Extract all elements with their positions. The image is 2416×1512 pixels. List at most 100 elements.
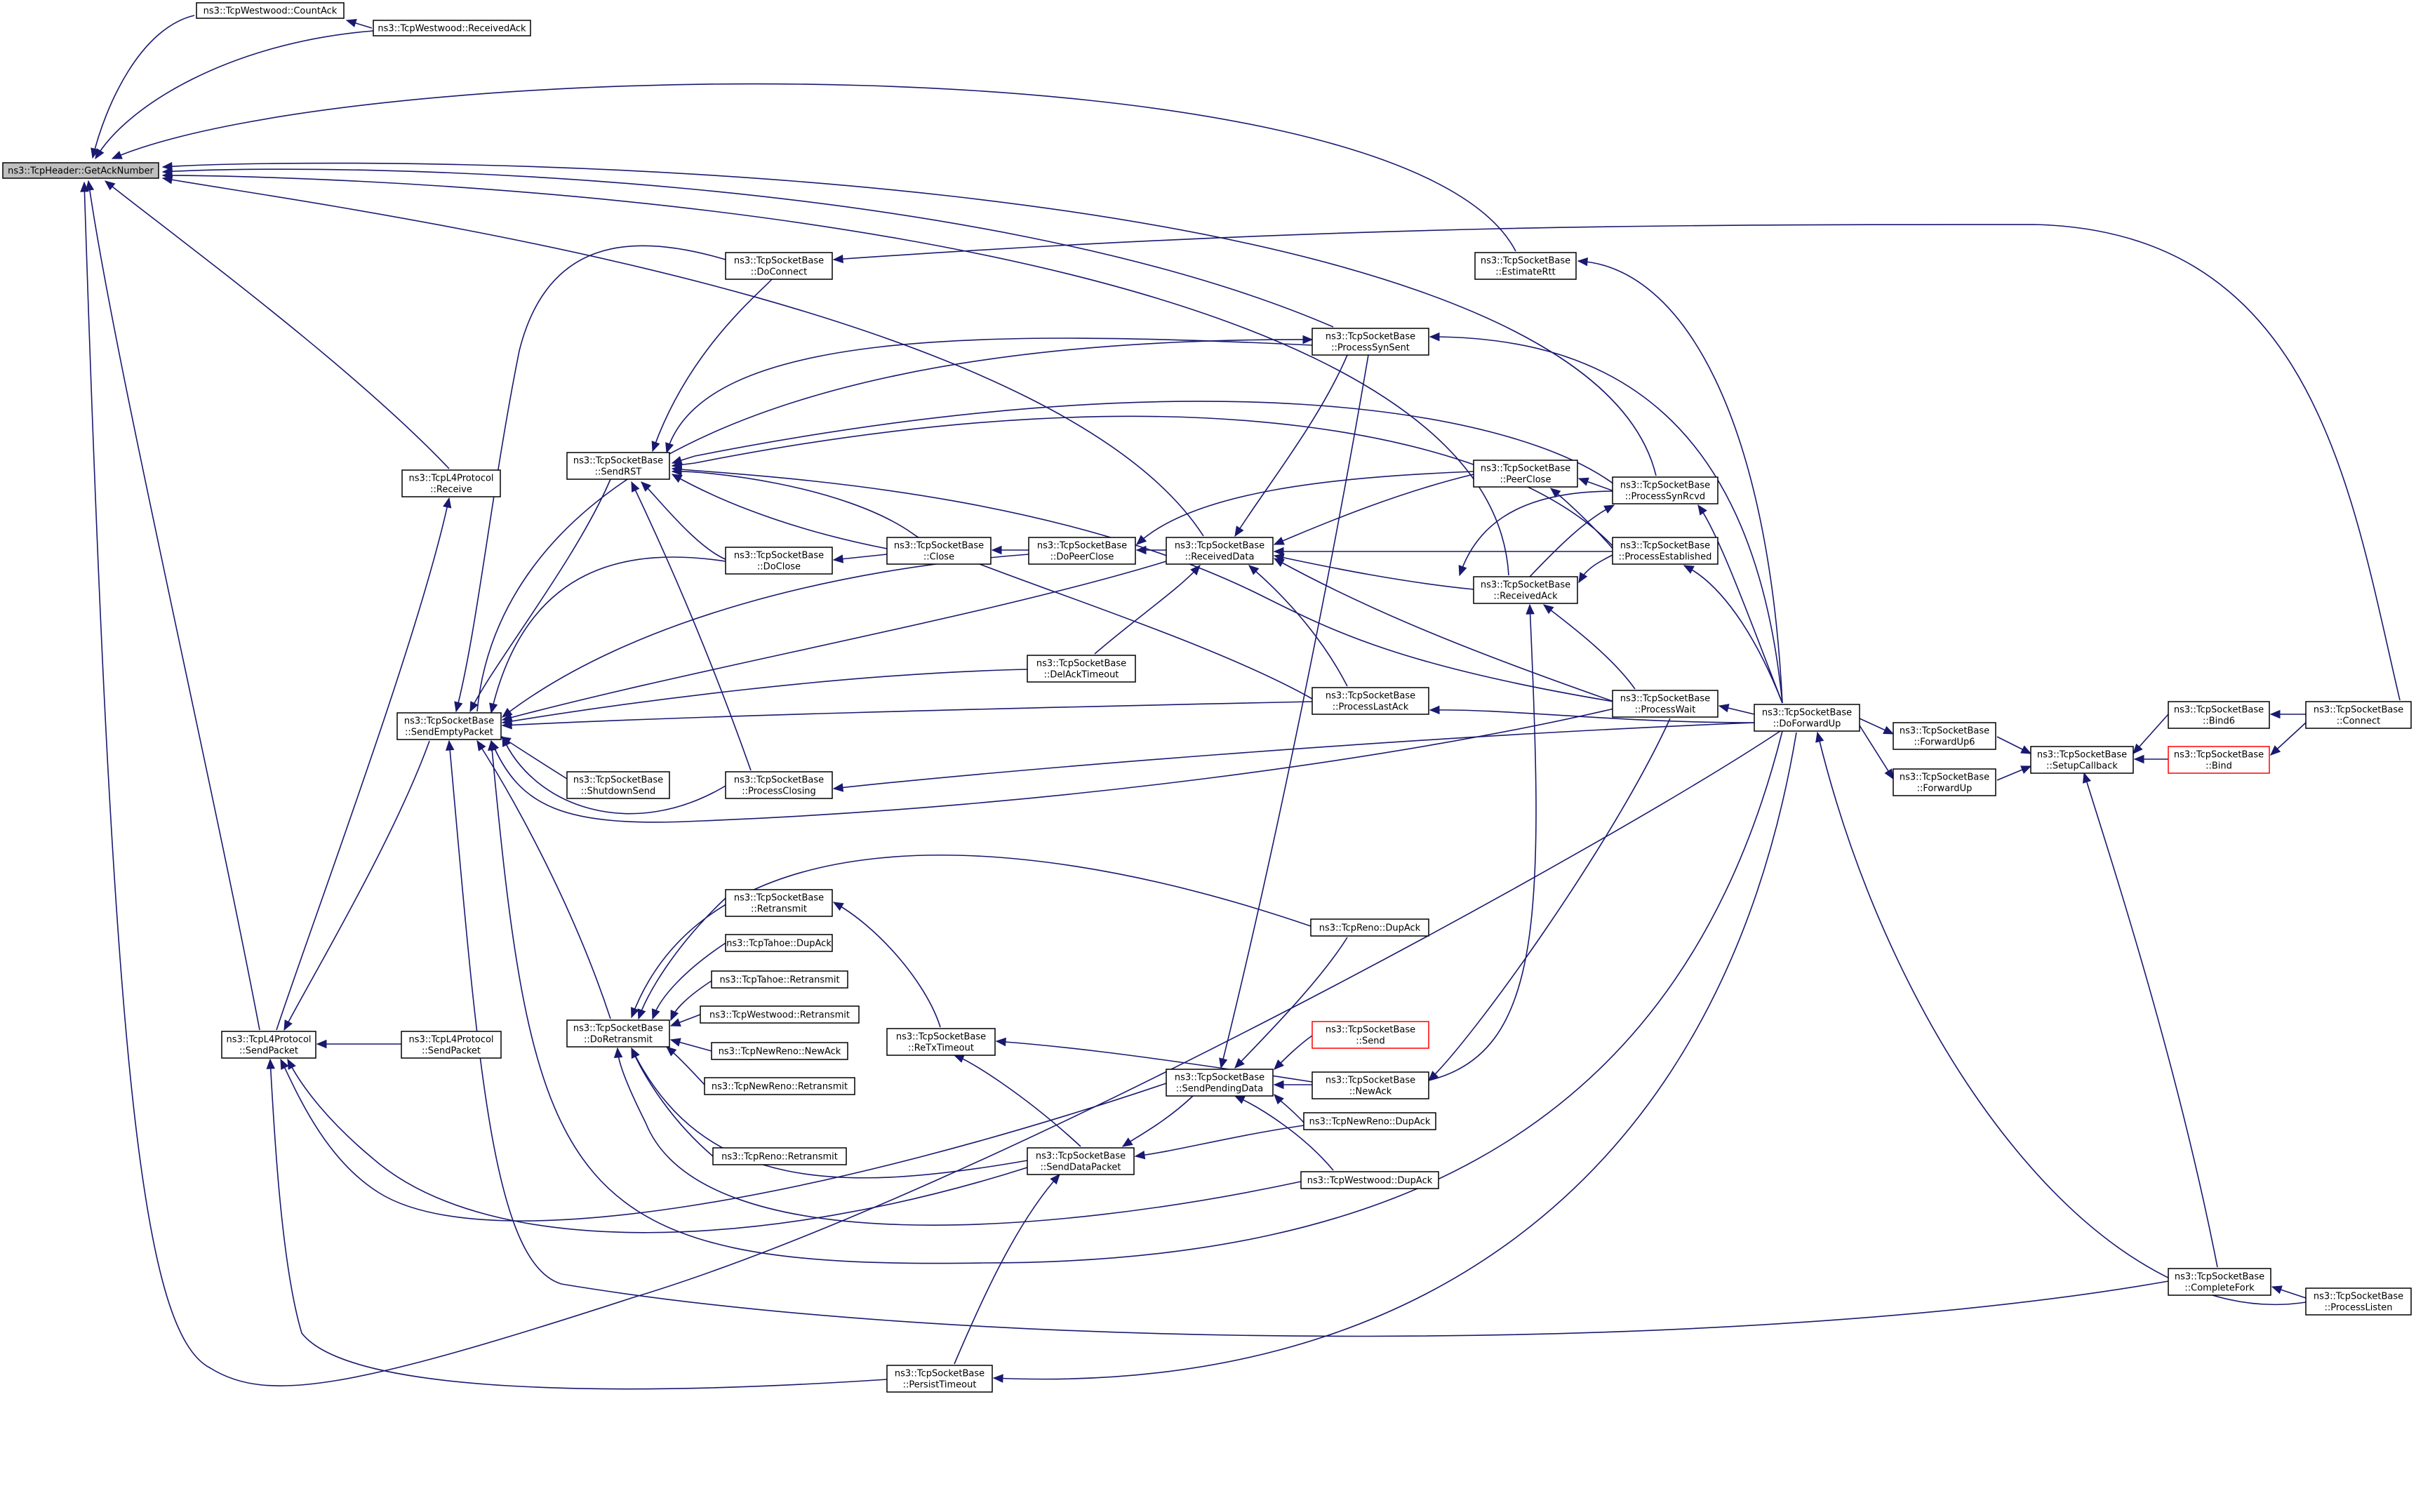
edge-line — [1697, 504, 1783, 704]
node-n4[interactable]: ns3::TcpSocketBase::EstimateRtt — [1474, 252, 1577, 280]
node-box — [566, 1019, 670, 1048]
node-n9[interactable]: ns3::TcpSocketBase::PeerClose — [1473, 460, 1578, 488]
node-box — [221, 1031, 316, 1059]
edge-n22-n25 — [2133, 714, 2169, 754]
node-n30[interactable]: ns3::TcpSocketBase::Retransmit — [725, 889, 833, 917]
node-n24[interactable]: ns3::TcpSocketBase::DoForwardUp — [1754, 704, 1860, 732]
edge-n41-n46 — [1121, 1095, 1194, 1147]
node-n25[interactable]: ns3::TcpSocketBase::SetupCallback — [2030, 746, 2134, 774]
edge-line — [833, 224, 2401, 701]
arrowhead — [832, 254, 843, 264]
node-n7[interactable]: ns3::TcpSocketBase::SendRST — [566, 452, 670, 480]
node-n8[interactable]: ns3::TcpL4Protocol::Receive — [401, 469, 501, 497]
node-n29[interactable]: ns3::TcpSocketBase::ForwardUp — [1893, 768, 1996, 796]
edge-line — [1234, 1095, 1334, 1171]
node-n6[interactable]: ns3::TcpSocketBase::ProcessSynSent — [1312, 328, 1429, 356]
node-box — [1303, 1112, 1436, 1130]
node-box — [711, 970, 848, 989]
node-n10[interactable]: ns3::TcpSocketBase::ProcessSynRcvd — [1612, 476, 1718, 504]
node-n37[interactable]: ns3::TcpSocketBase::DoRetransmit — [566, 1019, 670, 1048]
node-n26[interactable]: ns3::TcpSocketBase::Bind — [2168, 746, 2270, 774]
arrowhead — [266, 1058, 275, 1069]
node-box — [1473, 460, 1578, 488]
node-label: ns3::TcpSocketBase — [1620, 541, 1710, 551]
node-n17[interactable]: ns3::TcpSocketBase::DelAckTimeout — [1027, 655, 1136, 683]
node-label: ::ProcessSynRcvd — [1625, 492, 1705, 502]
node-label: ns3::TcpSocketBase — [2175, 1272, 2264, 1283]
node-box — [1166, 537, 1274, 565]
node-n40[interactable]: ns3::TcpNewReno::NewAck — [711, 1042, 848, 1060]
node-n31[interactable]: ns3::TcpReno::DupAck — [1310, 918, 1429, 937]
node-n36[interactable]: ns3::TcpL4Protocol::SendPacket — [401, 1031, 502, 1059]
node-n32[interactable]: ns3::TcpTahoe::DupAck — [725, 934, 833, 952]
edge-line — [672, 401, 1615, 485]
node-n49[interactable]: ns3::TcpSocketBase::ProcessListen — [2305, 1287, 2412, 1316]
edge-n35-n1 — [85, 180, 260, 1031]
node-label: ns3::TcpSocketBase — [734, 551, 824, 561]
node-n3[interactable]: ns3::TcpWestwood::ReceivedAck — [373, 20, 531, 36]
node-n12[interactable]: ns3::TcpSocketBase::DoPeerClose — [1028, 537, 1136, 565]
edge-n24-n1 — [80, 181, 1783, 1386]
node-n15[interactable]: ns3::TcpSocketBase::ProcessEstablished — [1612, 537, 1718, 565]
edge-n24-n19 — [1429, 705, 1755, 723]
node-n1[interactable]: ns3::TcpHeader::GetAckNumber — [2, 162, 159, 179]
arrowhead — [1526, 603, 1535, 615]
node-n19[interactable]: ns3::TcpSocketBase::ProcessLastAck — [1312, 687, 1429, 715]
node-n34[interactable]: ns3::TcpSocketBase::Send — [1312, 1021, 1429, 1049]
node-n47[interactable]: ns3::TcpWestwood::DupAck — [1300, 1171, 1439, 1189]
node-n14[interactable]: ns3::TcpSocketBase::DoClose — [725, 547, 833, 575]
arrowhead — [1274, 1094, 1284, 1105]
edge-line — [490, 708, 1615, 823]
edge-n24-n15 — [1683, 565, 1783, 704]
node-label: ns3::TcpSocketBase — [1481, 580, 1570, 591]
edge-line — [631, 1048, 714, 1157]
edge-n16-n10 — [1529, 504, 1615, 577]
node-n2[interactable]: ns3::TcpWestwood::CountAck — [196, 2, 345, 19]
node-label: ns3::TcpSocketBase — [1326, 1076, 1415, 1086]
node-n20[interactable]: ns3::TcpSocketBase::ProcessWait — [1612, 690, 1718, 718]
node-label: ::Close — [923, 552, 954, 563]
node-n46[interactable]: ns3::TcpSocketBase::SendDataPacket — [1027, 1147, 1135, 1175]
node-n33[interactable]: ns3::TcpTahoe::Retransmit — [711, 970, 848, 989]
edge-line — [672, 468, 1615, 702]
node-n41[interactable]: ns3::TcpSocketBase::SendPendingData — [1166, 1069, 1274, 1097]
arrowhead — [283, 1019, 293, 1031]
node-label: ::ReTxTimeout — [908, 1043, 974, 1054]
node-n39[interactable]: ns3::TcpSocketBase::ReTxTimeout — [886, 1028, 996, 1056]
node-box — [2168, 701, 2270, 729]
edge-line — [448, 740, 2169, 1337]
node-n48[interactable]: ns3::TcpSocketBase::CompleteFork — [2168, 1268, 2271, 1296]
arrowhead — [1718, 704, 1730, 713]
arrowhead — [501, 707, 513, 718]
arrowhead — [832, 554, 844, 563]
node-label: ::SendPacket — [239, 1046, 298, 1057]
node-n35[interactable]: ns3::TcpL4Protocol::SendPacket — [221, 1031, 316, 1059]
node-box — [401, 1031, 502, 1059]
arrowhead — [1884, 768, 1894, 780]
node-label: ns3::TcpHeader::GetAckNumber — [8, 166, 154, 177]
edge-line — [1429, 709, 1755, 723]
node-n5[interactable]: ns3::TcpSocketBase::DoConnect — [725, 252, 833, 280]
arrowhead — [85, 180, 95, 192]
node-n23[interactable]: ns3::TcpSocketBase::Connect — [2305, 701, 2412, 729]
node-n27[interactable]: ns3::TcpSocketBase::ShutdownSend — [566, 771, 670, 799]
edge-line — [2083, 772, 2218, 1268]
node-n44[interactable]: ns3::TcpNewReno::DupAck — [1303, 1112, 1436, 1130]
edge-line — [1122, 1095, 1194, 1147]
node-n45[interactable]: ns3::TcpReno::Retransmit — [712, 1147, 847, 1165]
node-label: ::SetupCallback — [2046, 761, 2118, 772]
node-n11[interactable]: ns3::TcpSocketBase::Close — [886, 537, 992, 565]
node-box — [725, 934, 833, 952]
node-n18[interactable]: ns3::TcpSocketBase::SendEmptyPacket — [396, 712, 502, 740]
node-n16[interactable]: ns3::TcpSocketBase::ReceivedAck — [1473, 576, 1578, 604]
node-n22[interactable]: ns3::TcpSocketBase::Bind6 — [2168, 701, 2270, 729]
node-n21[interactable]: ns3::TcpSocketBase::ForwardUp6 — [1893, 722, 1996, 750]
node-n13[interactable]: ns3::TcpSocketBase::ReceivedData — [1166, 537, 1274, 565]
edge-n29-n25 — [1996, 765, 2032, 781]
node-n50[interactable]: ns3::TcpSocketBase::PersistTimeout — [886, 1365, 993, 1393]
node-n38[interactable]: ns3::TcpWestwood::Retransmit — [700, 1005, 860, 1024]
node-n43[interactable]: ns3::TcpNewReno::Retransmit — [704, 1077, 855, 1095]
node-n28[interactable]: ns3::TcpSocketBase::ProcessClosing — [725, 771, 833, 799]
node-n42[interactable]: ns3::TcpSocketBase::NewAck — [1312, 1071, 1429, 1099]
edge-line — [1135, 1125, 1304, 1157]
